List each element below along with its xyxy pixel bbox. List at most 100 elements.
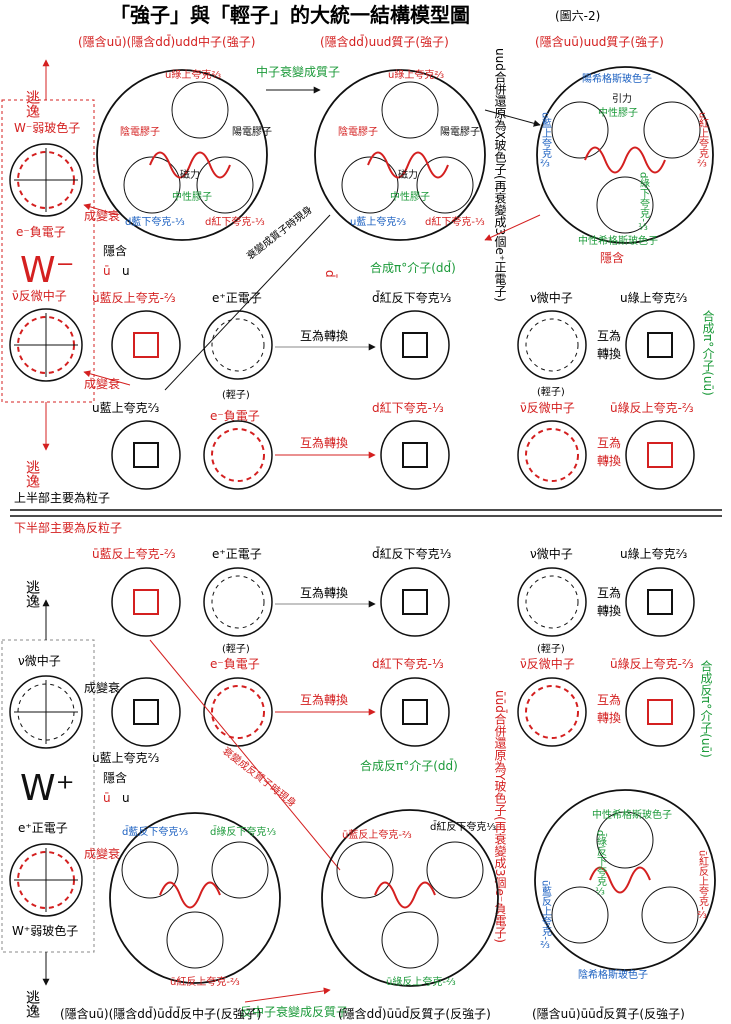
mutual-convert-top2: 互為轉換 (300, 436, 348, 450)
b-light-label: (輕子) (222, 643, 250, 655)
electron-label-top2: e⁻負電子 (210, 409, 260, 423)
b-right-d-green: d̄綠反下夸克⅓ (594, 830, 607, 897)
b-mutual-convert-2: 互為轉換 (300, 693, 348, 707)
diagram-title-suffix: (圖六-2) (555, 9, 600, 23)
b-anti-neutrino-circle (517, 677, 587, 747)
upper-section-label: 上半部主要為粒子 (14, 490, 110, 505)
b-u: u (122, 791, 130, 805)
b-anti-u-blue-circle (111, 567, 181, 637)
w-minus-symbol: W⁻ (20, 250, 75, 291)
b-anti-neutrino-label: ν̄反微中子 (520, 656, 575, 671)
b-form-anti-pion-dd: 合成反π°介子(dd̄) (360, 758, 458, 773)
contain-label-tl: 隱含 (103, 243, 127, 258)
become-decay-arrow-2 (83, 370, 131, 386)
header-proton-right: (隱含uū)uud質子(強子) (535, 34, 664, 49)
b-anti-d-red-label: d̄紅反下夸克⅓ (372, 547, 452, 561)
neutron-d-red: d紅下夸克-⅓ (205, 215, 265, 228)
form-pion-uu: 合成π°介子(uū) (701, 309, 715, 396)
electron-circle-top2 (203, 420, 273, 490)
b-convert-1: 轉換 (597, 604, 621, 618)
neutron-yin-gluon: 陰電膠子 (120, 125, 160, 138)
b-positron-side-circle (9, 843, 83, 917)
neutrino-label-top: ν微中子 (530, 290, 573, 305)
b-light-label-right: (輕子) (537, 643, 565, 655)
neutron-magnetic: 磁力 (180, 168, 200, 181)
b-anti-d-red-circle (380, 567, 450, 637)
b-electron-label: e⁻負電子 (210, 657, 260, 671)
w-plus-weak-label: W⁺弱玻色子 (12, 924, 78, 938)
b-mutual-1: 互為 (597, 586, 621, 600)
w-minus-box (1, 99, 95, 403)
mutual-tr1: 互為 (597, 329, 621, 343)
b-convert-2: 轉換 (597, 711, 621, 725)
become-decay-arrow-1 (83, 203, 119, 216)
footer-antiproton-right: (隱含uū)ūūd̄反質子(反強子) (532, 1006, 685, 1021)
b-contain-label: 隱含 (103, 770, 127, 785)
b-left-d-blue: d̄藍反下夸克⅓ (122, 825, 188, 838)
anti-neutrino-label-tl: ν̄反微中子 (12, 288, 67, 303)
antineutron-to-antiproton-arrow (244, 987, 331, 1003)
b-u-blue-up-label: u藍上夸克⅔ (92, 751, 160, 765)
b-mid-u-blue: ū藍反上夸克-⅔ (342, 828, 412, 841)
y-boson-vertical: ūūd̄合併還原為Y玻色子(再衰變成3個e⁻負電子) (493, 690, 507, 943)
neutron-u-green: u綠上夸克⅔ (165, 68, 221, 81)
convert-tr1: 轉換 (597, 347, 621, 361)
neutron-d-blue: d藍下夸克-⅓ (125, 215, 185, 228)
b-mutual-2: 互為 (597, 693, 621, 707)
convert-tr2: 轉換 (597, 454, 621, 468)
right-neutral-gluon: 中性膠子 (598, 106, 638, 119)
light-label-top: (輕子) (222, 389, 250, 401)
neutron-yang-gluon: 陽電膠子 (232, 126, 272, 138)
positron-circle-top (203, 310, 273, 380)
proton-right-big-circle (536, 66, 714, 244)
proton-u-blue: u藍上夸克⅔ (350, 215, 406, 228)
electron-label-tl: e⁻負電子 (16, 225, 66, 239)
neutron-to-proton-label: 中子衰變成質子 (256, 64, 340, 79)
antineutron-to-antiproton-label: 反中子衰變成反質子 (240, 1004, 348, 1019)
u-green-up-label: u綠上夸克⅔ (620, 291, 688, 305)
b-become-decay-1: 成變衰 (84, 680, 120, 695)
b-form-anti-pion-uu: 合成反π°介子(uū) (699, 659, 713, 758)
u-bar-tl: ū (103, 264, 111, 278)
b-escape-top: 逃逸 (24, 580, 40, 608)
b-positron-side: e⁺正電子 (18, 821, 68, 835)
b-mutual-convert-1: 互為轉換 (300, 586, 348, 600)
b-left-u-red: ū紅反上夸克-⅔ (170, 975, 240, 988)
antiproton-right-big-circle (534, 789, 716, 971)
b-d-red-down-circle (380, 677, 450, 747)
lower-section-label: 下半部主要為反粒子 (14, 520, 122, 535)
b-right-u-blue: ū藍反上夸克-⅔ (539, 880, 551, 951)
decay-proton-line (164, 214, 331, 391)
become-decay-2: 成變衰 (84, 376, 120, 391)
right-u-red: u紅上夸克⅔ (696, 112, 708, 169)
b-right-higgs-neutral: 中性希格斯玻色子 (592, 808, 672, 821)
right-gravity: 引力 (612, 92, 632, 105)
b-mid-u-green: ū綠反上夸克-⅔ (386, 975, 456, 988)
b-neutrino-side-circle (9, 675, 83, 749)
anti-neutrino-circle-tl (9, 308, 83, 382)
b-u-bar: ū (103, 791, 111, 805)
b-mid-d-red: d̄紅反下夸克⅓ (430, 820, 496, 833)
u-blue-up-circle (111, 420, 181, 490)
b-d-red-down-label: d紅下夸克-⅓ (372, 657, 444, 671)
arrow-to-right-proton (484, 109, 541, 127)
proton-yang-gluon: 陽電膠子 (440, 126, 480, 138)
escape-bottom-top: 逃逸 (24, 460, 40, 488)
decay-antiproton-line (149, 639, 341, 871)
right-higgs-neutral: 中性希格斯玻色子 (578, 234, 658, 247)
b-right-higgs-yin: 陰希格斯玻色子 (578, 968, 648, 981)
b-positron-label: e⁺正電子 (212, 547, 262, 561)
proton-yin-gluon: 陰電膠子 (338, 125, 378, 138)
anti-neutrino-label-top2: ν̄反微中子 (520, 400, 575, 415)
decay-antiproton-path: 衰變成反質子時現身 (220, 744, 299, 810)
form-pion-dd: 合成π°介子(dd̄) (370, 260, 456, 275)
d-red-down-label: d紅下夸克-⅓ (372, 401, 444, 415)
diagram-title: 「強子」與「輕子」的大統一結構模型圖 (110, 3, 470, 27)
anti-u-blue-circle (111, 310, 181, 380)
proton-magnetic: 磁力 (398, 168, 418, 181)
b-u-green-up-label: u綠上夸克⅔ (620, 547, 688, 561)
electron-circle-top-left (9, 143, 83, 217)
decay-proton-path: 衰變成質子時現身 (244, 203, 315, 262)
neutron-neutral-gluon: 中性膠子 (172, 190, 212, 203)
